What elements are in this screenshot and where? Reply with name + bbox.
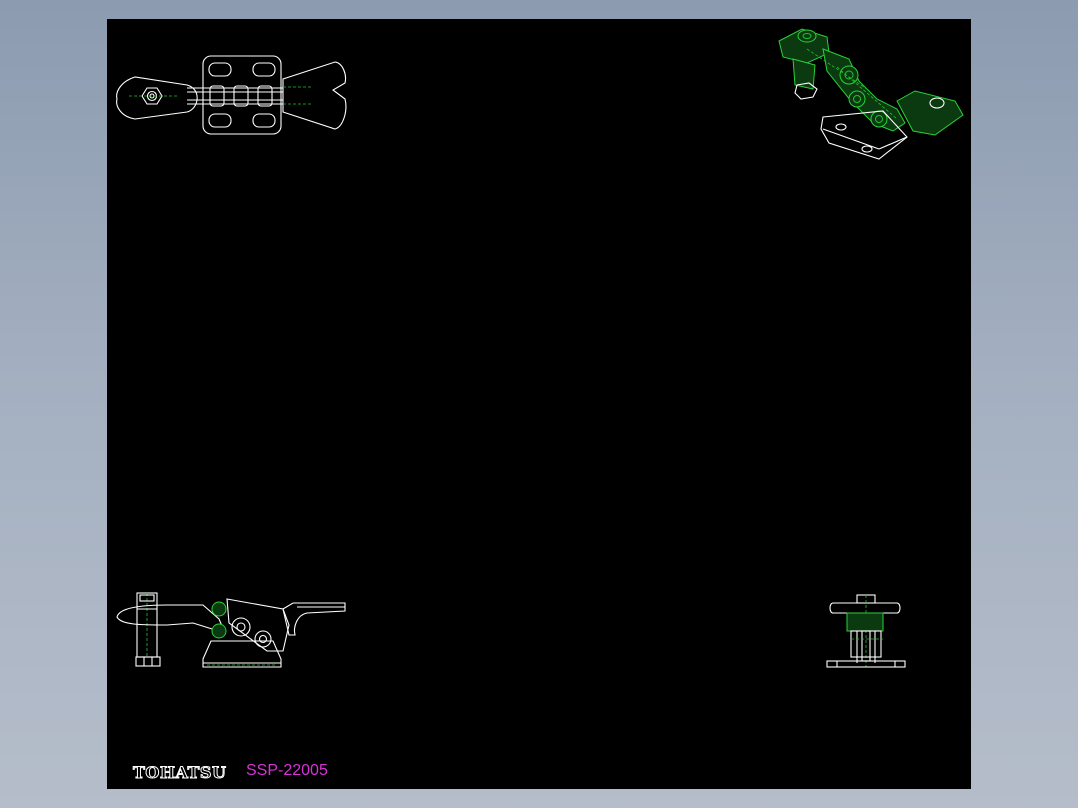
side-view (116, 592, 346, 668)
part-number: SSP-22005 (246, 762, 328, 779)
cad-drawing (116, 28, 964, 668)
drawing-sheet: TOHATSU SSP-22005 (107, 19, 971, 789)
end-view (826, 594, 906, 668)
top-view (116, 55, 347, 135)
isometric-view (778, 28, 964, 160)
brand-logo: TOHATSU (132, 763, 227, 783)
